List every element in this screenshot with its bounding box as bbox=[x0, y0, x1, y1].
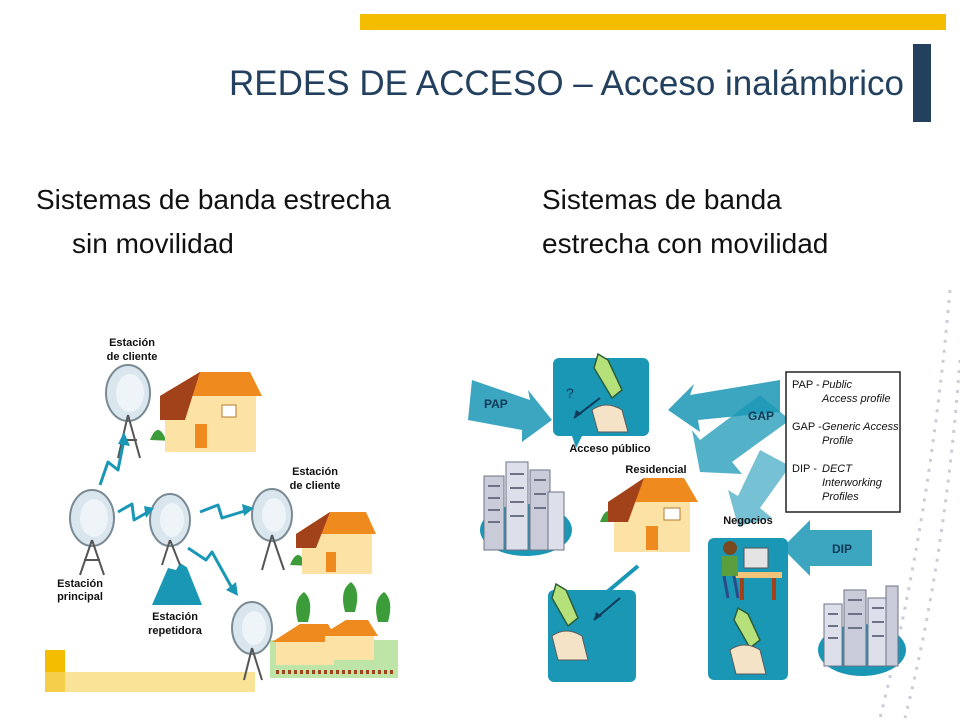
dip-arrow-label: DIP bbox=[832, 542, 852, 556]
gap-arrow-label: GAP bbox=[748, 409, 774, 423]
repeater-station-label-l1: Estación bbox=[152, 611, 198, 623]
legend-dip-code: DIP - bbox=[792, 463, 817, 475]
dip-arrow bbox=[782, 520, 872, 576]
legend-dip-line3: Profiles bbox=[822, 491, 859, 503]
legend-gap-code: GAP - bbox=[792, 421, 822, 433]
left-heading-line1: Sistemas de banda estrecha bbox=[36, 184, 391, 215]
client-station-2-label-l1: Estación bbox=[292, 466, 338, 478]
pap-arrow-label: PAP bbox=[484, 397, 508, 411]
main-station-label-l2: principal bbox=[57, 591, 103, 603]
right-heading-line1: Sistemas de banda bbox=[542, 184, 782, 215]
legend-dip-line1: DECT bbox=[822, 463, 853, 475]
business-box bbox=[708, 538, 788, 680]
client-station-2 bbox=[251, 488, 376, 574]
top-accent-bar bbox=[360, 14, 946, 30]
client-station-1-label-l2: de cliente bbox=[107, 351, 158, 363]
legend-dip-line2: Interworking bbox=[822, 477, 883, 489]
legend-pap-code: PAP - bbox=[792, 379, 820, 391]
residential-house bbox=[600, 478, 698, 552]
logo-band bbox=[45, 672, 255, 692]
city-right bbox=[818, 585, 906, 676]
residential-label: Residencial bbox=[625, 464, 686, 476]
repeater-station-label-l2: repetidora bbox=[148, 625, 203, 637]
client-station-2-label-l2: de cliente bbox=[290, 480, 341, 492]
gap-arrow-upper bbox=[668, 380, 780, 432]
legend-gap-line2: Profile bbox=[822, 435, 853, 447]
mobile-handset-box bbox=[548, 582, 636, 682]
main-station-label-l1: Estación bbox=[57, 578, 103, 590]
radio-links bbox=[98, 439, 249, 589]
client-station-1 bbox=[105, 364, 262, 459]
profile-legend bbox=[785, 371, 901, 513]
left-heading: Sistemas de banda estrecha sin movilidad bbox=[36, 178, 476, 266]
public-access-box bbox=[553, 352, 649, 448]
right-heading: Sistemas de banda estrecha con movilidad bbox=[542, 178, 922, 266]
main-station bbox=[69, 489, 115, 576]
client-station-3 bbox=[231, 582, 398, 681]
right-heading-line2: estrecha con movilidad bbox=[542, 228, 829, 259]
link-arrow-residential bbox=[596, 564, 640, 602]
public-access-label: Acceso público bbox=[569, 443, 651, 455]
pap-arrow bbox=[468, 380, 552, 442]
question-mark: ? bbox=[566, 385, 574, 401]
legend-pap-line2: Access profile bbox=[821, 393, 890, 405]
slide-title: REDES DE ACCESO – Acceso inalámbrico bbox=[229, 64, 904, 103]
city-left bbox=[480, 461, 572, 556]
repeater-station bbox=[149, 493, 202, 605]
gap-arrow-lower bbox=[692, 395, 790, 526]
left-heading-line2: sin movilidad bbox=[72, 228, 234, 259]
business-label: Negocios bbox=[723, 515, 773, 527]
client-station-1-label-l1: Estación bbox=[109, 337, 155, 349]
legend-pap-line1: Public bbox=[822, 379, 852, 391]
title-accent-bar bbox=[913, 44, 931, 122]
legend-gap-line1: Generic Access bbox=[822, 421, 899, 433]
